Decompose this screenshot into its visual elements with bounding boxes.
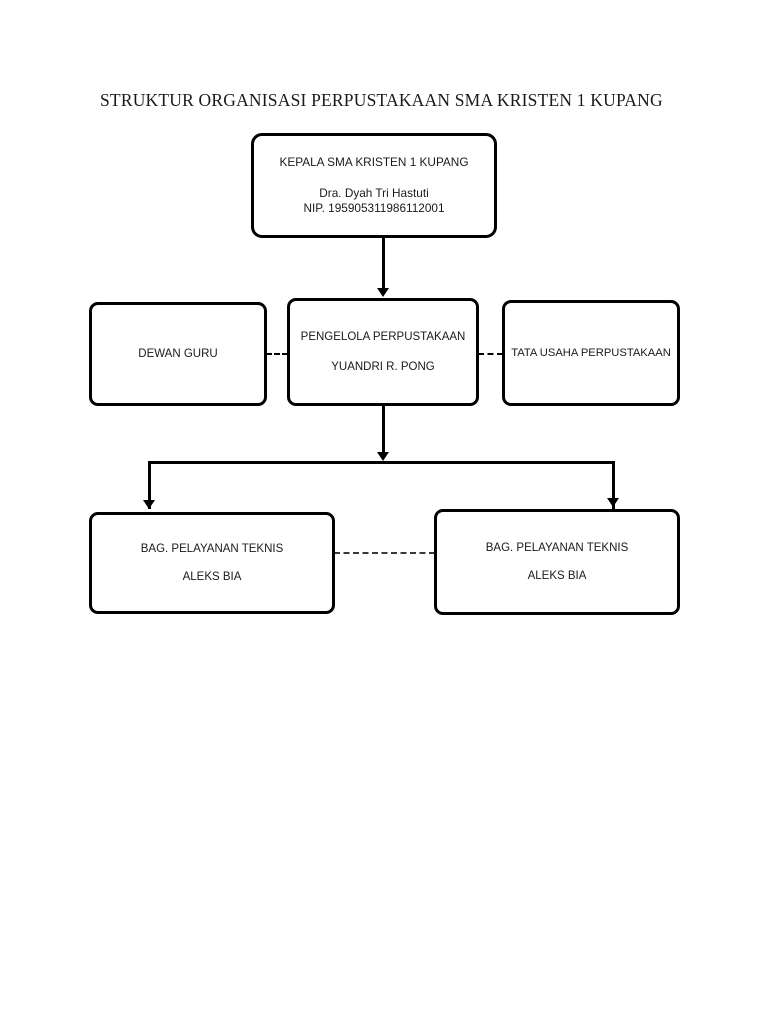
node-kepala-nip: NIP. 195905311986112001 [303, 200, 445, 215]
node-pengelola-perpustakaan[interactable]: PENGELOLA PERPUSTAKAAN YUANDRI R. PONG [287, 298, 479, 406]
dashed-connector-teknis-left-right [334, 552, 435, 554]
arrowhead-branch-left [143, 500, 155, 509]
node-dewan-guru[interactable]: DEWAN GURU [89, 302, 267, 406]
node-bag-pelayanan-teknis-right[interactable]: BAG. PELAYANAN TEKNIS ALEKS BIA [434, 509, 680, 615]
connector-branch-left [148, 461, 151, 509]
node-kepala-person: Dra. Dyah Tri Hastuti [319, 186, 429, 201]
node-kepala-sekolah[interactable]: KEPALA SMA KRISTEN 1 KUPANG Dra. Dyah Tr… [251, 133, 497, 238]
node-tata-usaha-role: TATA USAHA PERPUSTAKAAN [511, 347, 671, 359]
node-pengelola-person: YUANDRI R. PONG [331, 361, 435, 373]
page-title: STRUKTUR ORGANISASI PERPUSTAKAAN SMA KRI… [100, 90, 663, 110]
dashed-connector-dewan-guru-pengelola [266, 353, 288, 355]
arrowhead-kepala-to-pengelola [377, 288, 389, 297]
node-bag-pelayanan-teknis-left[interactable]: BAG. PELAYANAN TEKNIS ALEKS BIA [89, 512, 335, 614]
arrowhead-pengelola-to-bar [377, 452, 389, 461]
node-teknis-right-role: BAG. PELAYANAN TEKNIS [485, 542, 629, 555]
connector-branch-right [612, 461, 615, 509]
connector-pengelola-to-bar [382, 406, 385, 458]
connector-kepala-to-pengelola [382, 238, 385, 290]
node-dewan-guru-role: DEWAN GURU [138, 347, 218, 360]
dashed-connector-pengelola-tata-usaha [478, 353, 503, 355]
node-kepala-role: KEPALA SMA KRISTEN 1 KUPANG [279, 155, 469, 170]
node-teknis-left-role: BAG. PELAYANAN TEKNIS [140, 543, 284, 556]
node-teknis-left-person: ALEKS BIA [182, 570, 242, 583]
connector-distribution-bar [148, 461, 615, 464]
arrowhead-branch-right [607, 498, 619, 507]
node-teknis-right-person: ALEKS BIA [527, 569, 587, 582]
node-pengelola-role: PENGELOLA PERPUSTAKAAN [300, 330, 466, 343]
node-tata-usaha-perpustakaan[interactable]: TATA USAHA PERPUSTAKAAN [502, 300, 680, 406]
